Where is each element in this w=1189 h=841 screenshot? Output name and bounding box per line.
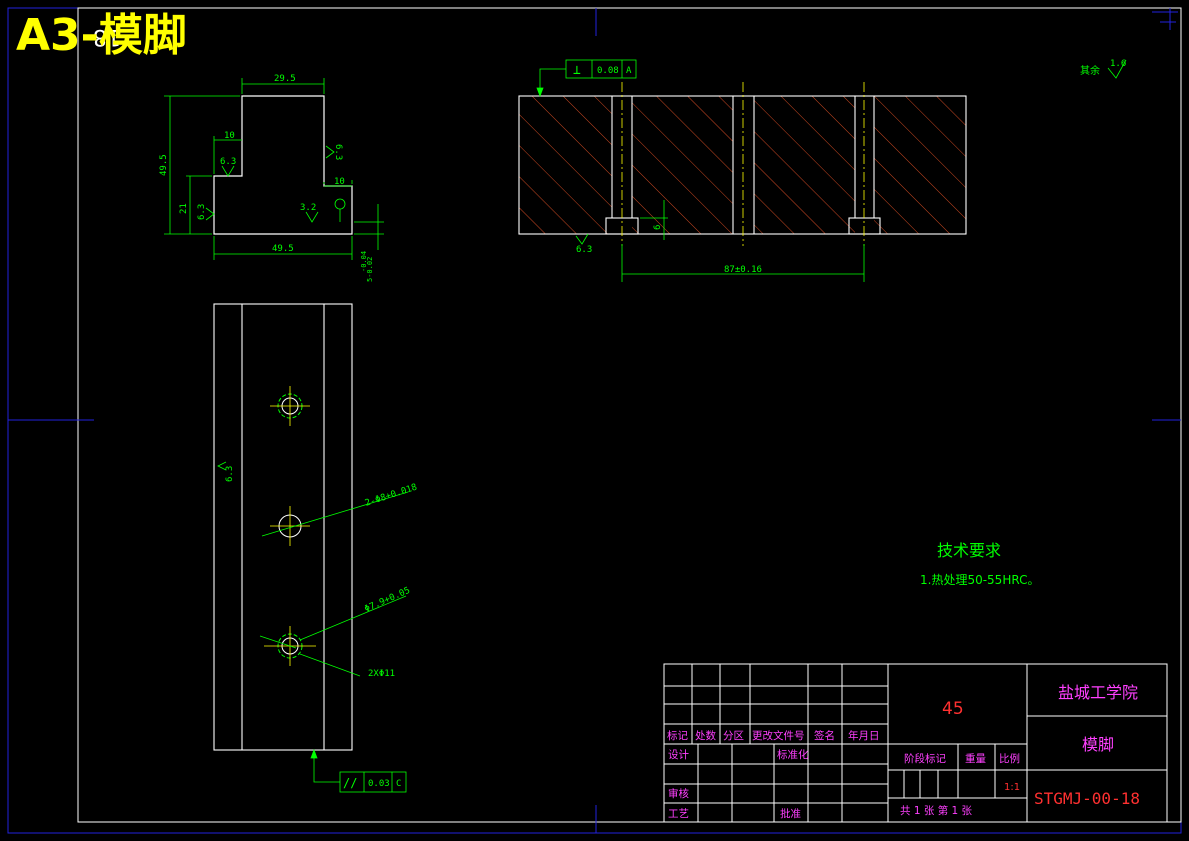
tb-scale: 1:1: [1004, 782, 1020, 793]
tb-bili: 比例: [999, 752, 1020, 765]
drawing-title: A3-模脚: [16, 10, 187, 61]
rough-c: 6.3: [333, 144, 343, 160]
plan-outline: [213, 303, 353, 751]
tb-sheets: 共 1 张 第 1 张: [900, 804, 973, 817]
front-depth: 6: [653, 225, 663, 230]
side-view: 29.5 10 49.5 21 6.3 6.3 3.2 6.3 10 49.5 …: [159, 74, 384, 282]
technical-requirements: 技术要求 1.热处理50-55HRC。: [920, 541, 1039, 587]
gdt-front-value: 0.08: [597, 66, 619, 76]
tb-jieduan: 阶段标记: [904, 752, 946, 765]
gdt-front-symbol: ⊥: [573, 63, 581, 78]
gdt-front-datum: A: [626, 66, 632, 76]
tb-h-fenqu: 分区: [723, 730, 744, 742]
title-block: 45 盐城工学院 模脚 STGMJ-00-18 标记 处数 分区 更改文件号 签…: [663, 663, 1168, 823]
tb-part-name: 模脚: [1082, 735, 1114, 754]
dim-tol-vertical-b: -0.04: [360, 251, 368, 272]
drawing-frame: [7, 7, 1182, 834]
tb-shenhe: 审核: [668, 787, 689, 800]
dim-top-width: 29.5: [274, 74, 296, 84]
tb-h-gengai: 更改文件号: [752, 729, 805, 742]
tb-biaozhunhua: 标准化: [777, 748, 809, 761]
hole-note-1: 2-Φ8+0.018: [364, 483, 419, 509]
tb-h-biaoji: 标记: [667, 730, 688, 742]
tb-material: 45: [942, 699, 964, 719]
tb-h-nianyueri: 年月日: [848, 729, 880, 742]
tech-line-1: 1.热处理50-55HRC。: [920, 573, 1039, 587]
dim-step-right: 10: [334, 177, 345, 187]
tb-gongyi: 工艺: [668, 808, 689, 820]
rough-32: 3.2: [300, 203, 316, 213]
front-rough-63: 6.3: [576, 245, 592, 255]
dim-height-lower: 21: [179, 203, 189, 214]
tb-zhongliang: 重量: [965, 752, 986, 765]
front-center-dist: 87±0.16: [724, 265, 762, 275]
section-hatch-1: [519, 96, 612, 234]
tb-h-qianming: 签名: [814, 729, 835, 742]
tb-school: 盐城工学院: [1058, 683, 1138, 702]
plan-view: 6.3 2-Φ8+0.018 Φ7.9+0.05 2XΦ11 // 0.03 C: [213, 303, 419, 793]
rough-other: 其余 1.6: [1080, 59, 1127, 79]
side-view-outline: [213, 95, 353, 235]
section-hatch-2: [632, 96, 733, 234]
tb-sheji: 设计: [668, 748, 689, 761]
partial-title-fragment: 18: [93, 24, 121, 49]
dim-height-total: 49.5: [159, 154, 169, 176]
hole-note-2: Φ7.9+0.05: [363, 586, 412, 615]
section-hatch-4: [874, 96, 966, 234]
dim-tol-vertical: 5-0.02: [366, 257, 374, 282]
rough-a: 6.3: [220, 157, 236, 167]
tb-h-chushu: 处数: [695, 729, 716, 742]
rough-other-label: 其余: [1080, 64, 1100, 77]
tb-drawing-no: STGMJ-00-18: [1034, 789, 1140, 808]
gdt-plan-datum: C: [396, 779, 401, 789]
gdt-plan-value: 0.03: [368, 779, 390, 789]
front-view: ⊥ 0.08 A 6.3 6 87±0.16: [518, 59, 967, 282]
hole-note-3: 2XΦ11: [368, 669, 395, 679]
tb-pizhun: 批准: [780, 807, 801, 820]
rough-other-value: 1.6: [1110, 59, 1126, 69]
section-outline: [518, 95, 967, 235]
section-hatch-3: [754, 96, 855, 234]
dim-bottom-width: 49.5: [272, 244, 294, 254]
tech-heading: 技术要求: [937, 541, 1001, 560]
plan-rough-63: 6.3: [225, 466, 235, 482]
dim-step-width: 10: [224, 131, 235, 141]
rough-b: 6.3: [197, 204, 207, 220]
gdt-plan-symbol: //: [343, 776, 357, 790]
